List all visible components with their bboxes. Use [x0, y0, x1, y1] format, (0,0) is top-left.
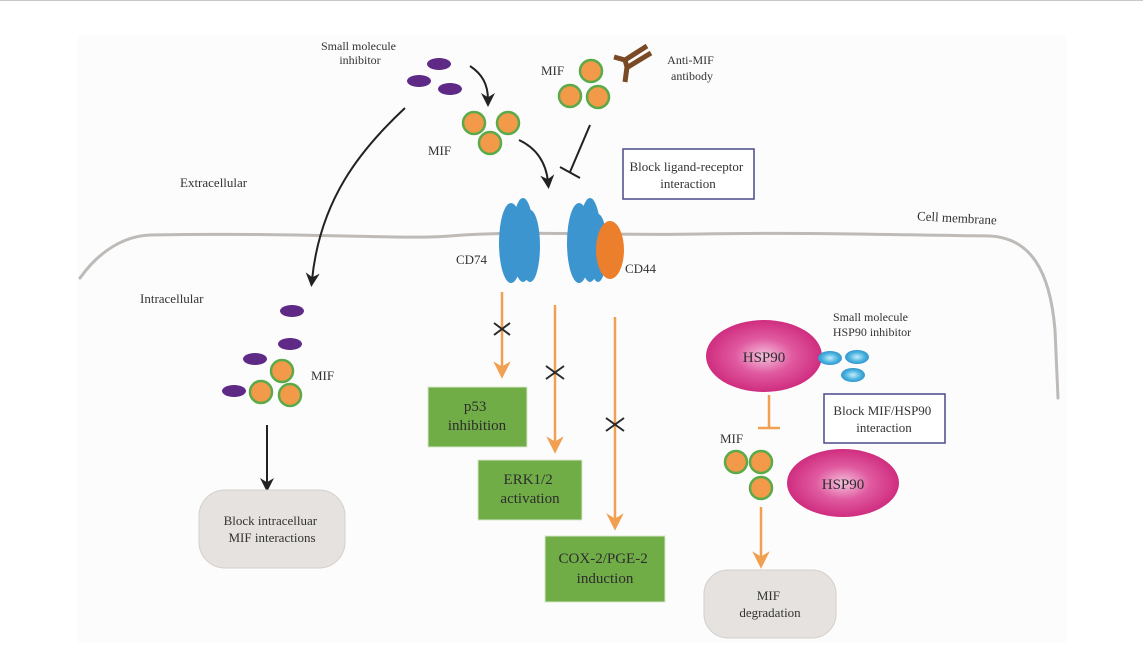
mif-trimer-icon — [461, 110, 521, 156]
cell-membrane-label: Cell membrane — [917, 208, 998, 227]
cd74-receptor-icon — [499, 198, 540, 283]
block-x-icon — [605, 417, 625, 432]
svg-text:p53 inhibition: p53 inhibition — [448, 399, 507, 434]
hsp90-icon-bottom: HSP90 — [787, 449, 899, 517]
antibody-inhibition-line — [559, 124, 591, 179]
inhibitor-entry-arrow — [305, 107, 406, 287]
top-border — [0, 0, 1143, 1]
extracellular-label: Extracellular — [180, 175, 248, 190]
mif-hsp-icon — [723, 449, 774, 501]
svg-text:HSP90: HSP90 — [822, 477, 865, 493]
block-x-icon — [545, 365, 565, 380]
mif-label-middle: MIF — [428, 143, 451, 158]
block-x-icon — [493, 322, 511, 336]
antibody-icon — [613, 43, 653, 83]
svg-text:Block ligand-receptor in: Block ligand-receptor interaction — [630, 159, 747, 191]
block-intracellular-box: Block intracelluar MIF interactions — [198, 489, 346, 569]
block-mif-hsp90-box: Block MIF/HSP90 interaction — [823, 393, 946, 444]
small-molecule-inhibitor-icon — [407, 58, 462, 95]
anti-mif-antibody-label: Anti-MIF antibody — [667, 53, 717, 83]
cd44-label: CD44 — [625, 261, 657, 276]
hsp90-inhibitor-label: Small molecule HSP90 inhibitor — [833, 310, 911, 339]
mif-label-top: MIF — [541, 63, 564, 78]
svg-text:MIF degradation: MIF degradation — [739, 588, 801, 620]
svg-text:ERK1/2 activation: ERK1/2 activation — [500, 472, 560, 507]
svg-text:COX-2/PGE-2 induction: COX-2/PGE-2 induction — [559, 551, 652, 587]
hsp90-inhibitor-icon — [818, 350, 869, 382]
block-ligand-receptor-box: Block ligand-receptor interaction — [622, 148, 755, 200]
hsp90-inhibition-line — [758, 395, 780, 430]
intracellular-label: Intracellular — [140, 291, 204, 306]
cd44-receptor-icon — [567, 198, 624, 283]
intracellular-inhibitor-icon — [222, 305, 304, 397]
mif-label-intracellular: MIF — [311, 368, 334, 383]
svg-text:Block MIF/HSP90 interact: Block MIF/HSP90 interaction — [833, 403, 934, 435]
block-x-marks — [493, 322, 625, 432]
pathway-box-cox: COX-2/PGE-2 induction — [544, 535, 666, 603]
svg-text:HSP90: HSP90 — [743, 350, 786, 366]
hsp90-icon-top: HSP90 — [706, 320, 822, 392]
inhibitor-to-mif-arrow — [469, 65, 495, 107]
svg-text:Block intracelluar MIF i: Block intracelluar MIF interactions — [224, 513, 321, 545]
small-molecule-inhibitor-label: Small molecule inhibitor — [321, 39, 399, 67]
mif-trimer-antibody-icon — [557, 58, 611, 110]
intracellular-mif-icon — [248, 358, 303, 408]
pathway-arrows — [493, 292, 624, 531]
mif-to-receptor-arrow — [518, 139, 555, 189]
mif-label-hsp: MIF — [720, 431, 743, 446]
mif-degradation-box: MIF degradation — [703, 569, 837, 639]
cd74-label: CD74 — [456, 252, 488, 267]
pathway-box-p53: p53 inhibition — [427, 386, 528, 448]
pathway-box-erk: ERK1/2 activation — [477, 459, 583, 521]
